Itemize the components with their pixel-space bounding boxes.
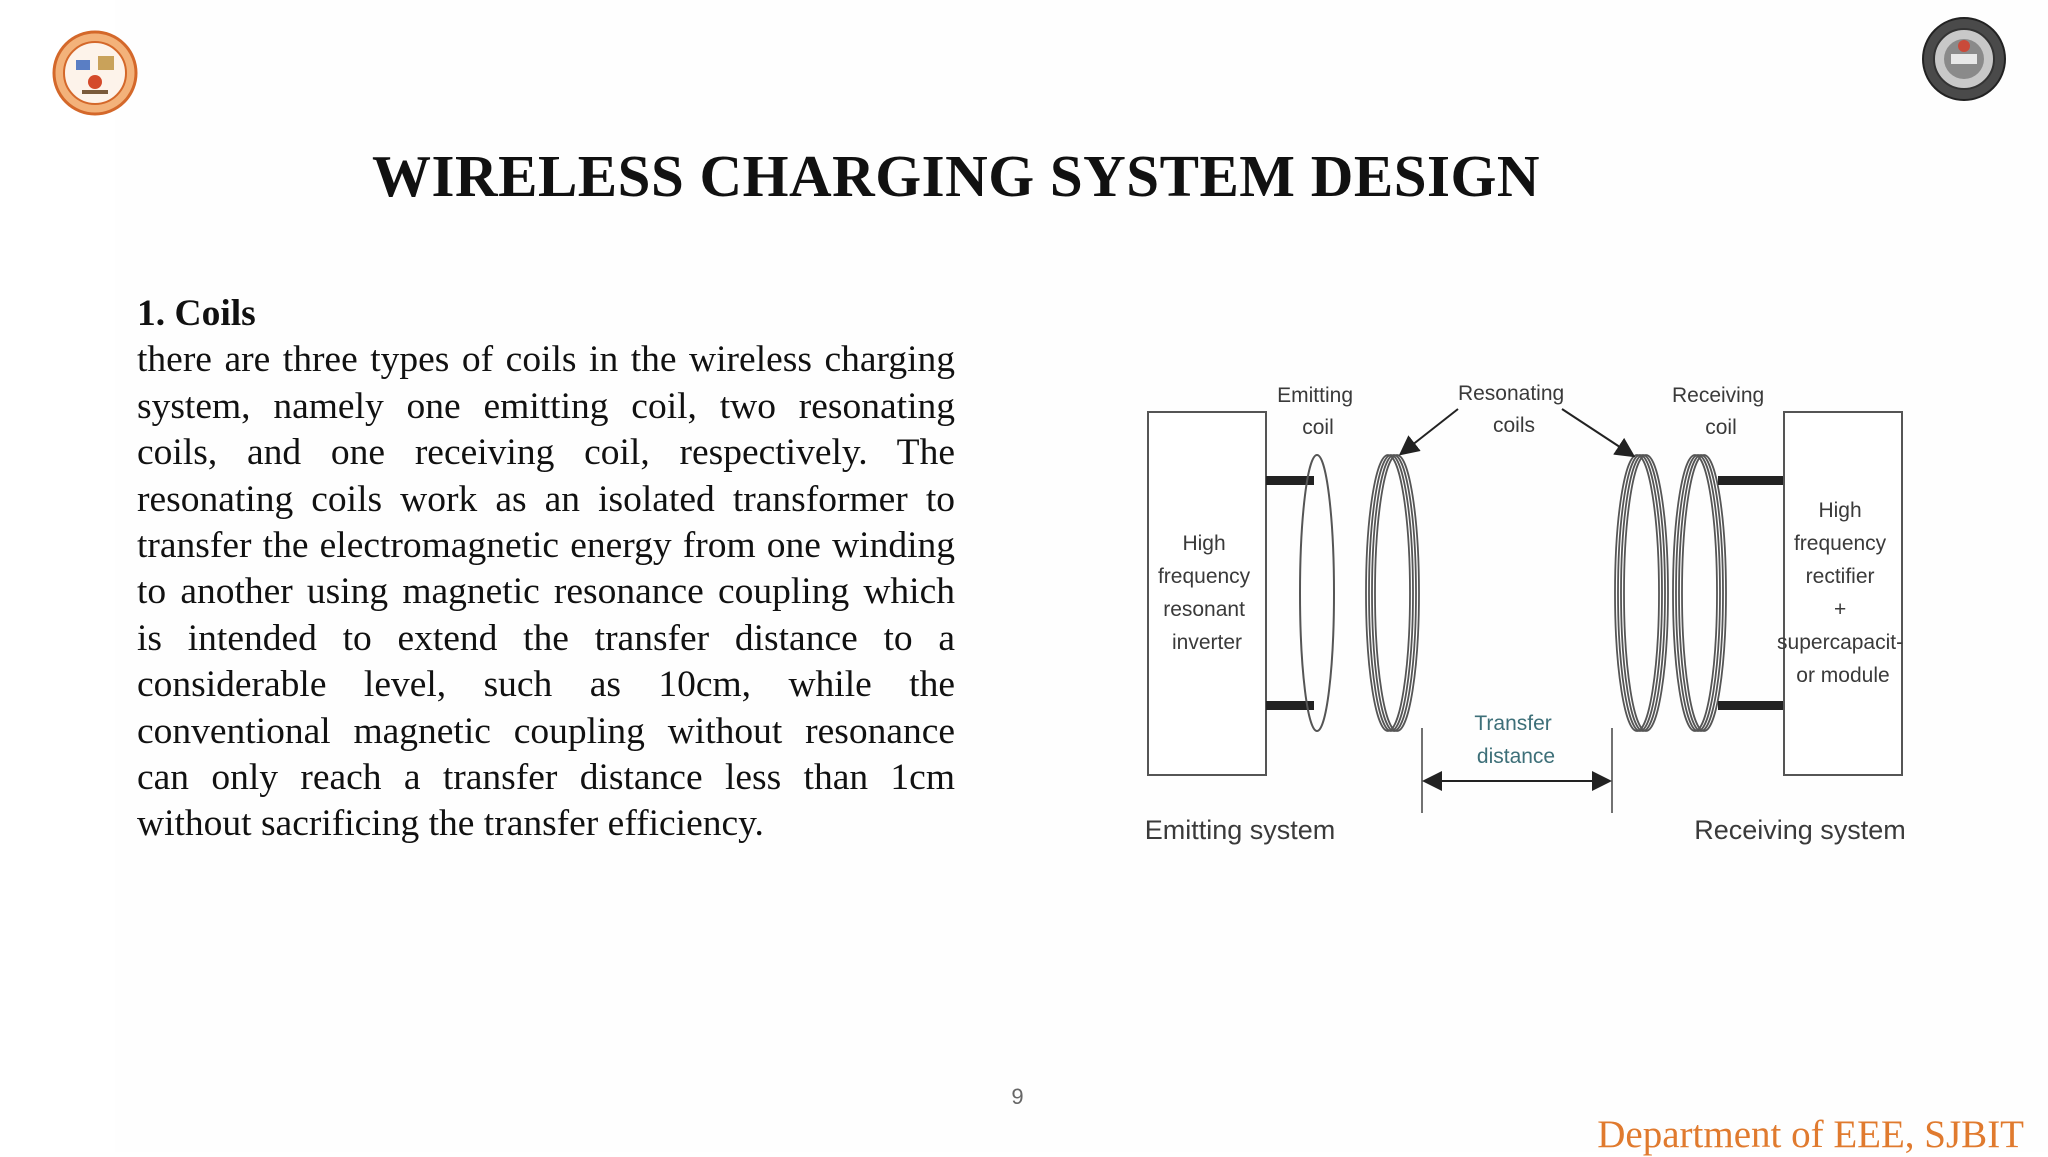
emitting-coil-label: Emitting coil bbox=[1277, 384, 1359, 439]
rectifier-label: High frequency rectifier + supercapacit-… bbox=[1777, 499, 1909, 687]
page-number: 9 bbox=[1011, 1084, 1024, 1109]
rx-upper-wire bbox=[1718, 476, 1784, 485]
content-text: 1. Coils there are three types of coils … bbox=[137, 291, 955, 848]
college-logo bbox=[52, 30, 138, 116]
slide-title: WIRELESS CHARGING SYSTEM DESIGN bbox=[372, 143, 1540, 209]
receiving-system-label: Receiving system bbox=[1694, 815, 1906, 845]
emitting-system-label: Emitting system bbox=[1145, 815, 1336, 845]
section-heading: 1. Coils bbox=[137, 293, 256, 334]
receiving-coil bbox=[1672, 454, 1727, 732]
lower-wire bbox=[1266, 701, 1314, 710]
resonating-coil-right bbox=[1614, 454, 1669, 732]
receiving-coil-label: Receiving coil bbox=[1672, 384, 1770, 439]
rx-lower-wire bbox=[1718, 701, 1784, 710]
upper-wire bbox=[1266, 476, 1314, 485]
footer-department: Department of EEE, SJBIT bbox=[1597, 1113, 2024, 1156]
inverter-label: High frequency resonant inverter bbox=[1158, 532, 1256, 654]
rectifier-block bbox=[1783, 411, 1903, 776]
inverter-block bbox=[1147, 411, 1267, 776]
arrow-to-left-resonator bbox=[1398, 408, 1459, 456]
arrow-to-right-resonator bbox=[1561, 408, 1636, 458]
resonating-coils-label: Resonating coils bbox=[1458, 382, 1570, 437]
coils-paragraph: there are three types of coils in the wi… bbox=[137, 339, 955, 845]
resonating-coil-left bbox=[1365, 454, 1420, 732]
emitting-coil bbox=[1299, 454, 1335, 732]
transfer-distance-label: Transfer distance bbox=[1474, 712, 1557, 768]
university-seal bbox=[1922, 17, 2006, 101]
wireless-charging-diagram: High frequency resonant inverter Emittin… bbox=[1145, 382, 1909, 845]
